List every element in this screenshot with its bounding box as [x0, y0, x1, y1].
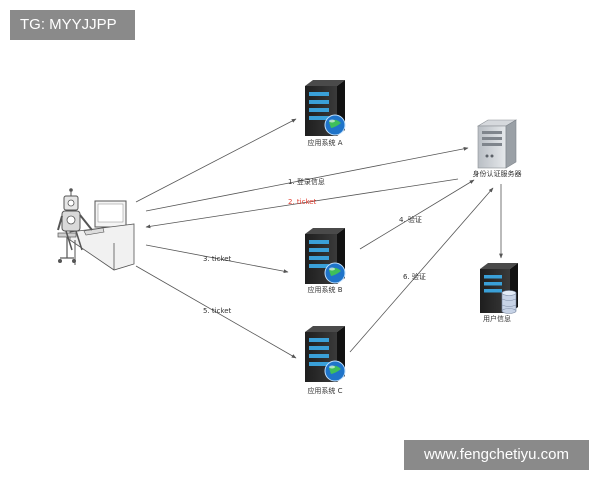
label-ticket-b: 3. ticket [203, 255, 232, 263]
label-verify-c: 6. 验证 [403, 272, 426, 281]
user-info-server [480, 263, 518, 314]
label-verify-b: 4. 验证 [399, 215, 422, 224]
edge-ticket-return [145, 178, 459, 229]
tower-server-icon [476, 119, 518, 169]
edge-user-to-system-a [135, 118, 297, 203]
edge-verify-c [349, 187, 494, 353]
label-login-info: 1. 登录信息 [288, 177, 325, 186]
label-ticket-c: 5. ticket [203, 307, 232, 315]
telegram-watermark: TG: MYYJJPP [10, 10, 135, 40]
server-rack-globe-icon [305, 228, 346, 284]
system-b-server [305, 228, 346, 284]
system-a-server [305, 80, 346, 136]
server-rack-globe-icon [305, 80, 346, 136]
system-c-server [305, 326, 346, 382]
edge-ticket-to-system-c [135, 265, 297, 359]
edge-login-info [145, 146, 469, 212]
server-rack-globe-icon [305, 326, 346, 382]
label-user-info: 用户信息 [483, 314, 511, 323]
label-system-c: 应用系统 C [307, 386, 342, 395]
robot-user-at-desk-icon [57, 188, 135, 271]
label-system-a: 应用系统 A [307, 138, 342, 147]
label-ticket-return: 2. ticket [288, 198, 317, 206]
label-system-b: 应用系统 B [307, 285, 342, 294]
site-watermark: www.fengchetiyu.com [404, 440, 589, 470]
edge-verify-b [359, 179, 475, 250]
label-auth-server: 身份认证服务器 [473, 169, 522, 178]
edge-ticket-to-system-b [145, 244, 289, 274]
auth-server [476, 119, 518, 169]
server-database-icon [480, 263, 518, 314]
